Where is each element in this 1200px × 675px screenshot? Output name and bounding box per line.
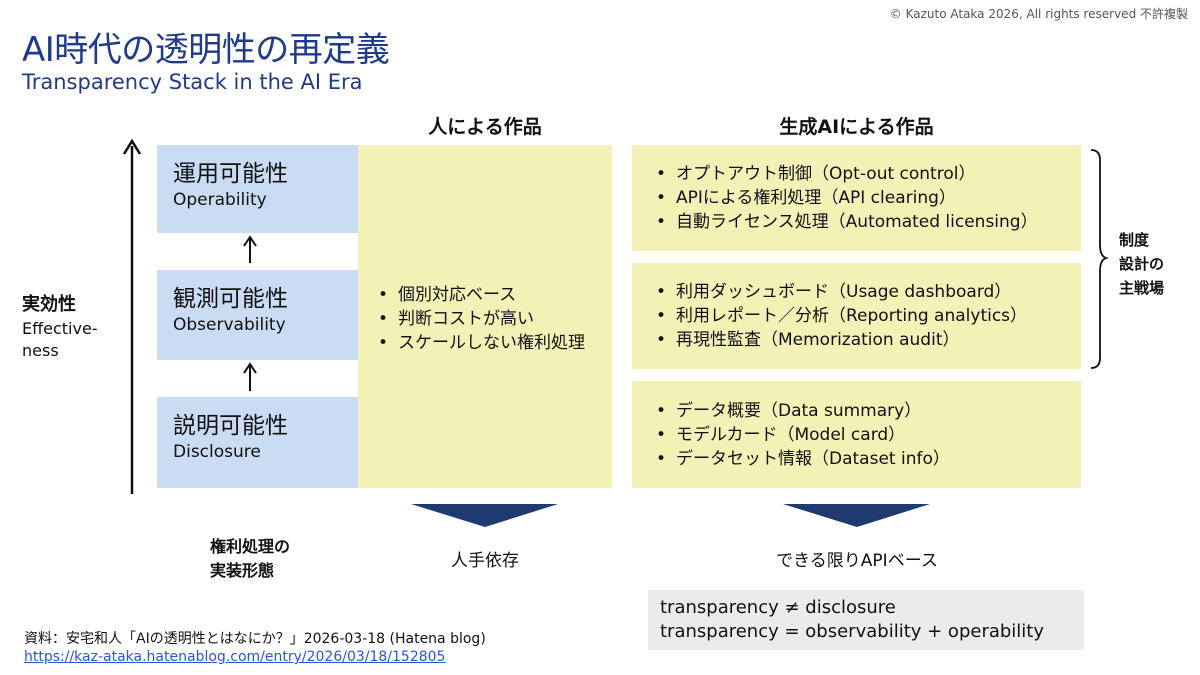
- ai-disclosure-box: データ概要（Data summary） モデルカード（Model card） デ…: [632, 381, 1081, 488]
- implementation-ai: できる限りAPIベース: [776, 551, 938, 571]
- list-item: 利用ダッシュボード（Usage dashboard）: [654, 280, 1081, 304]
- ai-disclosure-list: データ概要（Data summary） モデルカード（Model card） デ…: [654, 399, 1081, 471]
- column-header-human: 人による作品: [428, 116, 542, 138]
- right-brace-icon: [1090, 149, 1109, 369]
- formula-line: transparency = observability + operabili…: [660, 621, 1045, 642]
- page-subtitle: Transparency Stack in the AI Era: [22, 70, 363, 94]
- axis-label-effectiveness-en: Effective- ness: [22, 319, 98, 360]
- axis-label-effectiveness-ja: 実効性: [22, 294, 76, 315]
- list-item: スケールしない権利処理: [376, 331, 585, 355]
- implementation-label: 権利処理の 実装形態: [210, 537, 291, 580]
- layer-observability: 観測可能性 Observability: [157, 270, 368, 360]
- layer-label-en: Operability: [173, 190, 267, 210]
- layer-disclosure: 説明可能性 Disclosure: [157, 397, 368, 488]
- formula-line: transparency ≠ disclosure: [660, 597, 896, 618]
- list-item: APIによる権利処理（API clearing）: [654, 186, 1081, 210]
- source-link[interactable]: https://kaz-ataka.hatenablog.com/entry/2…: [24, 649, 446, 665]
- list-item: 判断コストが高い: [376, 307, 585, 331]
- copyright: © Kazuto Ataka 2026, All rights reserved…: [889, 7, 1188, 21]
- list-item: 自動ライセンス処理（Automated licensing）: [654, 210, 1081, 234]
- ai-operability-list: オプトアウト制御（Opt-out control） APIによる権利処理（API…: [654, 162, 1081, 234]
- chevron-down-icon: [783, 504, 930, 527]
- ai-operability-box: オプトアウト制御（Opt-out control） APIによる権利処理（API…: [632, 145, 1081, 251]
- human-works-list: 個別対応ベース 判断コストが高い スケールしない権利処理: [376, 283, 585, 355]
- list-item: 再現性監査（Memorization audit）: [654, 328, 1081, 352]
- list-item: 個別対応ベース: [376, 283, 585, 307]
- layer-label-ja: 観測可能性: [173, 286, 288, 312]
- ai-observability-box: 利用ダッシュボード（Usage dashboard） 利用レポート／分析（Rep…: [632, 263, 1081, 369]
- up-arrow-icon: [243, 235, 257, 263]
- layer-label-ja: 運用可能性: [173, 161, 288, 187]
- source-citation: 資料：安宅和人「AIの透明性とはなにか？」2026-03-18 (Hatena …: [24, 631, 486, 647]
- layer-operability: 運用可能性 Operability: [157, 145, 368, 233]
- effectiveness-axis-arrow: [122, 138, 142, 494]
- list-item: データセット情報（Dataset info）: [654, 447, 1081, 471]
- list-item: オプトアウト制御（Opt-out control）: [654, 162, 1081, 186]
- layer-label-en: Observability: [173, 315, 286, 335]
- list-item: 利用レポート／分析（Reporting analytics）: [654, 304, 1081, 328]
- layer-label-en: Disclosure: [173, 442, 261, 462]
- policy-design-label: 制度 設計の 主戦場: [1119, 231, 1165, 297]
- formula-box: transparency ≠ disclosure transparency =…: [648, 590, 1084, 650]
- ai-observability-list: 利用ダッシュボード（Usage dashboard） 利用レポート／分析（Rep…: [654, 280, 1081, 352]
- implementation-human: 人手依存: [451, 551, 519, 571]
- list-item: データ概要（Data summary）: [654, 399, 1081, 423]
- chevron-down-icon: [411, 504, 558, 527]
- page-title: AI時代の透明性の再定義: [22, 30, 390, 70]
- layer-label-ja: 説明可能性: [173, 413, 288, 439]
- up-arrow-icon: [243, 362, 257, 391]
- list-item: モデルカード（Model card）: [654, 423, 1081, 447]
- column-header-ai: 生成AIによる作品: [779, 116, 934, 138]
